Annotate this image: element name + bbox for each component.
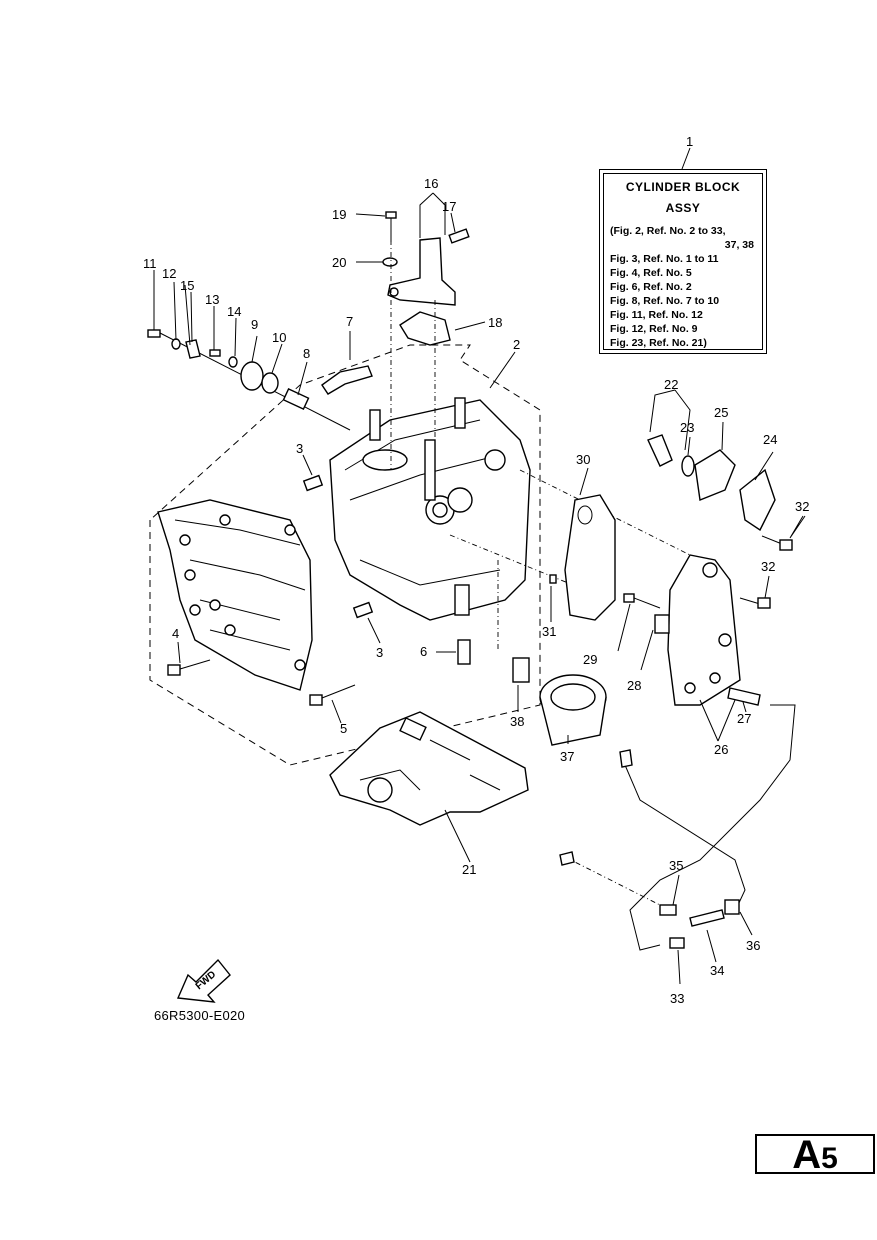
callout-3-upper: 3 <box>296 441 303 456</box>
callout-19: 19 <box>332 207 346 222</box>
ref-line: Fig. 11, Ref. No. 12 <box>610 309 703 321</box>
ref-line: Fig. 3, Ref. No. 1 to 11 <box>610 253 719 265</box>
callout-34: 34 <box>710 963 724 978</box>
dowel-3-lower <box>352 601 374 619</box>
info-box-inner-frame: CYLINDER BLOCK ASSY (Fig. 2, Ref. No. 2 … <box>603 173 763 350</box>
callout-20: 20 <box>332 255 346 270</box>
gasket-21 <box>329 711 529 826</box>
pressure-valve-assy <box>647 434 776 532</box>
callout-10: 10 <box>272 330 286 345</box>
gasket-18 <box>399 311 451 346</box>
callout-4: 4 <box>172 626 179 641</box>
thermostat-cover <box>387 228 470 306</box>
callout-28: 28 <box>627 678 641 693</box>
callout-38: 38 <box>510 714 524 729</box>
reference-lines <box>390 240 701 650</box>
ref-line: Fig. 6, Ref. No. 2 <box>610 281 692 293</box>
callout-16: 16 <box>424 176 438 191</box>
callout-31: 31 <box>542 624 556 639</box>
fitting-27 <box>727 687 761 706</box>
plug-6 <box>457 639 471 665</box>
bolt-29 <box>623 593 661 609</box>
bolt-32-upper <box>761 535 793 551</box>
info-title: CYLINDER BLOCK <box>625 180 741 194</box>
hose-routing <box>624 704 796 951</box>
ref-line: Fig. 4, Ref. No. 5 <box>610 267 692 279</box>
callout-1: 1 <box>686 134 693 149</box>
callout-25: 25 <box>714 405 728 420</box>
callout-17: 17 <box>442 199 456 214</box>
hose-end-36 <box>724 899 740 915</box>
callout-14: 14 <box>227 304 241 319</box>
callout-33: 33 <box>670 991 684 1006</box>
assembly-info-box: CYLINDER BLOCK ASSY (Fig. 2, Ref. No. 2 … <box>599 169 767 354</box>
callout-35: 35 <box>669 858 683 873</box>
oil-filter <box>539 674 607 746</box>
callout-21: 21 <box>462 862 476 877</box>
left-small-parts <box>147 329 351 431</box>
callout-27: 27 <box>737 711 751 726</box>
callout-13: 13 <box>205 292 219 307</box>
cover-26 <box>667 554 741 706</box>
callout-26: 26 <box>714 742 728 757</box>
dowel-3-upper <box>302 474 324 492</box>
drawing-code: 66R5300-E020 <box>154 1008 246 1023</box>
ref-line: Fig. 8, Ref. No. 7 to 10 <box>610 295 720 307</box>
hose-end-35 <box>659 904 677 916</box>
callout-5: 5 <box>340 721 347 736</box>
cylinder-block <box>329 397 531 621</box>
callout-3-lower: 3 <box>376 645 383 660</box>
gasket-30 <box>564 494 616 621</box>
callout-22: 22 <box>664 377 678 392</box>
assembly-dashed-outline <box>149 344 541 766</box>
union-38 <box>512 657 530 683</box>
ref-line: Fig. 23, Ref. No. 21) <box>610 337 707 349</box>
callout-23: 23 <box>680 420 694 435</box>
ref-line: (Fig. 2, Ref. No. 2 to 33, <box>610 225 726 237</box>
info-reference-list: (Fig. 2, Ref. No. 2 to 33, 37, 38 Fig. 3, … <box>610 224 762 350</box>
callout-2: 2 <box>513 337 520 352</box>
callout-29: 29 <box>583 652 597 667</box>
callout-30: 30 <box>576 452 590 467</box>
callout-36: 36 <box>746 938 760 953</box>
plate-28 <box>654 614 670 634</box>
callout-9: 9 <box>251 317 258 332</box>
bolt-32-lower <box>739 597 771 609</box>
pin-31 <box>549 574 557 584</box>
callout-6: 6 <box>420 644 427 659</box>
page-tag-number: 5 <box>821 1142 838 1175</box>
ref-line: Fig. 12, Ref. No. 9 <box>610 323 698 335</box>
page-tag: A5 <box>755 1133 875 1177</box>
joint-34 <box>689 909 725 927</box>
hose-7 <box>321 365 373 395</box>
callout-11: 11 <box>143 256 157 271</box>
bolt-4 <box>167 659 211 676</box>
callout-15: 15 <box>180 278 194 293</box>
ref-line: 37, 38 <box>724 239 754 251</box>
callout-8: 8 <box>303 346 310 361</box>
hose-end-33 <box>669 937 685 949</box>
callout-24: 24 <box>763 432 777 447</box>
callout-32-upper: 32 <box>795 499 809 514</box>
bolt-5 <box>309 684 356 706</box>
bolt-19 <box>382 211 398 267</box>
callout-32-lower: 32 <box>761 559 775 574</box>
callout-12: 12 <box>162 266 176 281</box>
callout-18: 18 <box>488 315 502 330</box>
callout-37: 37 <box>560 749 574 764</box>
info-subtitle: ASSY <box>665 201 701 215</box>
page-tag-letter: A <box>792 1133 822 1177</box>
leader-lines <box>153 147 806 985</box>
callout-labels: 1 2 3 3 4 5 6 7 8 9 10 11 12 13 14 15 16… <box>143 134 809 1006</box>
callout-7: 7 <box>346 314 353 329</box>
crankcase <box>157 499 313 691</box>
fwd-arrow: FWD <box>176 958 231 1003</box>
